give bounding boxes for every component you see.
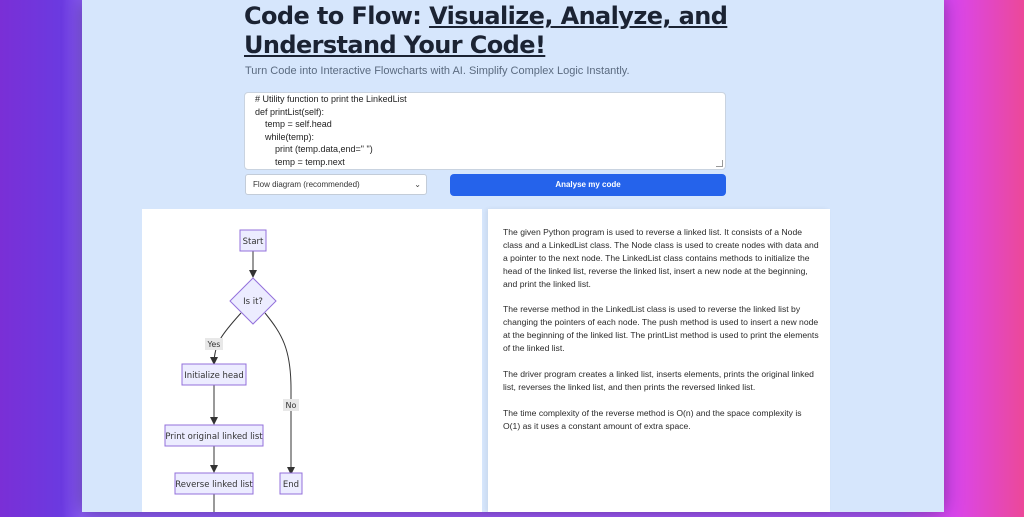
flow-node-start: Start — [239, 229, 267, 252]
code-line: def printList(self): — [245, 106, 325, 117]
explanation-paragraph: The reverse method in the LinkedList cla… — [503, 304, 819, 354]
flow-node-print-original-label: Print original linked list — [165, 432, 263, 442]
edge-label-no-text: No — [286, 401, 297, 410]
flow-node-print-original: Print original linked list — [164, 424, 264, 447]
edge-no — [264, 312, 295, 475]
chevron-down-icon: ⌄ — [414, 180, 421, 189]
explanation-text: The given Python program is used to reve… — [503, 226, 821, 445]
code-line: temp = temp.next — [245, 156, 345, 167]
resize-handle[interactable] — [716, 160, 723, 167]
flow-node-end: End — [279, 472, 303, 495]
explanation-paragraph: The time complexity of the reverse metho… — [503, 407, 802, 431]
flow-node-start-label: Start — [243, 237, 264, 247]
title-plain: Code to Flow: — [244, 2, 430, 30]
code-line: while(temp): — [245, 131, 315, 142]
flow-node-end-label: End — [283, 480, 299, 490]
page-subtitle: Turn Code into Interactive Flowcharts wi… — [245, 65, 630, 77]
flow-node-decision: Is it? — [229, 277, 277, 325]
title-underlined-1: Visualize, Analyze, and — [429, 2, 728, 30]
analyse-button[interactable]: Analyse my code — [450, 174, 726, 196]
flow-node-init-head: Initialize head — [181, 363, 247, 386]
code-input[interactable]: # Utility function to print the LinkedLi… — [244, 92, 726, 170]
explanation-panel: The given Python program is used to reve… — [488, 209, 830, 512]
explanation-paragraph: The given Python program is used to reve… — [503, 227, 819, 289]
flow-node-reverse: Reverse linked list — [174, 472, 254, 495]
edge-label-no: No — [283, 399, 299, 411]
code-line: print (temp.data,end=" ") — [245, 144, 373, 155]
edge-label-yes: Yes — [205, 338, 223, 350]
diagram-type-select[interactable]: Flow diagram (recommended) ⌄ — [245, 174, 427, 195]
flow-node-init-head-label: Initialize head — [184, 371, 244, 381]
flow-node-decision-label: Is it? — [243, 297, 263, 307]
flowchart-panel: Start Is it? Yes No Initialize head Prin… — [142, 209, 482, 512]
code-line: temp = self.head — [245, 119, 332, 130]
diagram-type-value: Flow diagram (recommended) — [253, 180, 360, 189]
explanation-paragraph: The driver program creates a linked list… — [503, 368, 814, 392]
flowchart-svg: Start Is it? Yes No Initialize head Prin… — [164, 229, 303, 512]
flow-node-reverse-label: Reverse linked list — [175, 480, 253, 490]
edge-label-yes-text: Yes — [207, 340, 221, 349]
code-line: # Utility function to print the LinkedLi… — [245, 94, 407, 104]
title-underlined-2: Understand Your Code! — [244, 31, 546, 59]
page-title: Code to Flow: Visualize, Analyze, and Un… — [244, 2, 764, 60]
